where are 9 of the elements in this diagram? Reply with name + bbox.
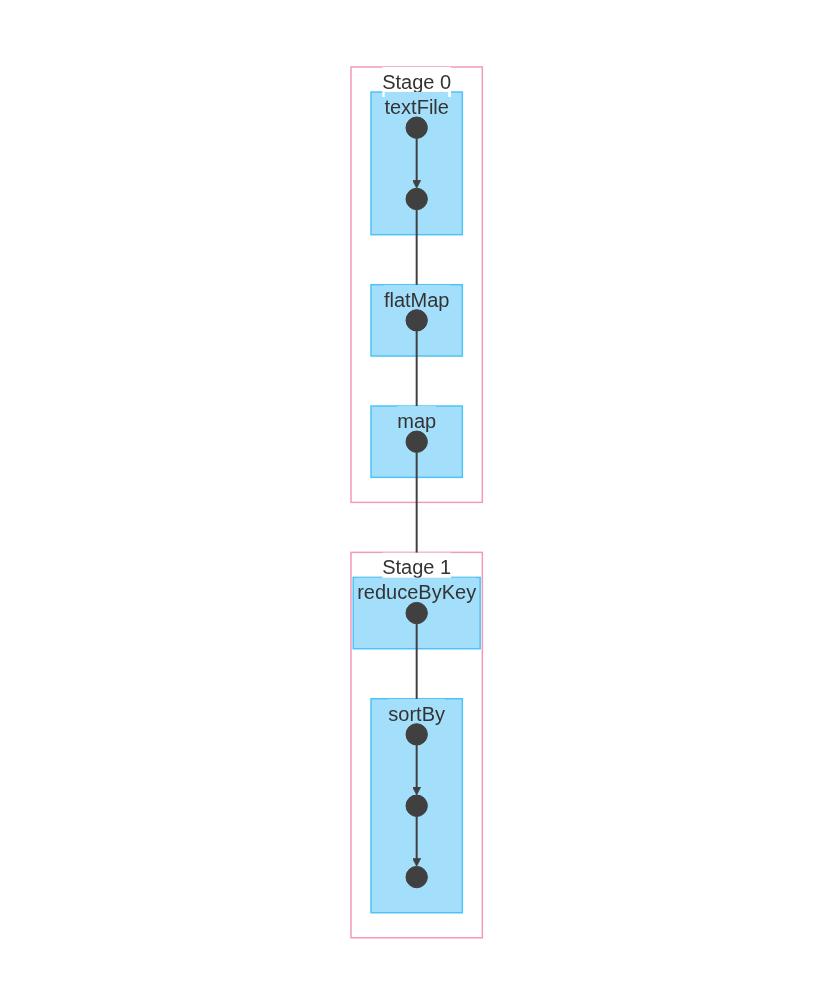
node-circle [405, 865, 429, 888]
node-circle [405, 601, 429, 624]
arrow [412, 743, 422, 796]
node-circle [405, 187, 429, 210]
node-circle [405, 430, 429, 453]
arrow [412, 136, 422, 189]
node-circle [405, 116, 429, 139]
node-circle [405, 794, 429, 817]
arrow [412, 815, 422, 867]
